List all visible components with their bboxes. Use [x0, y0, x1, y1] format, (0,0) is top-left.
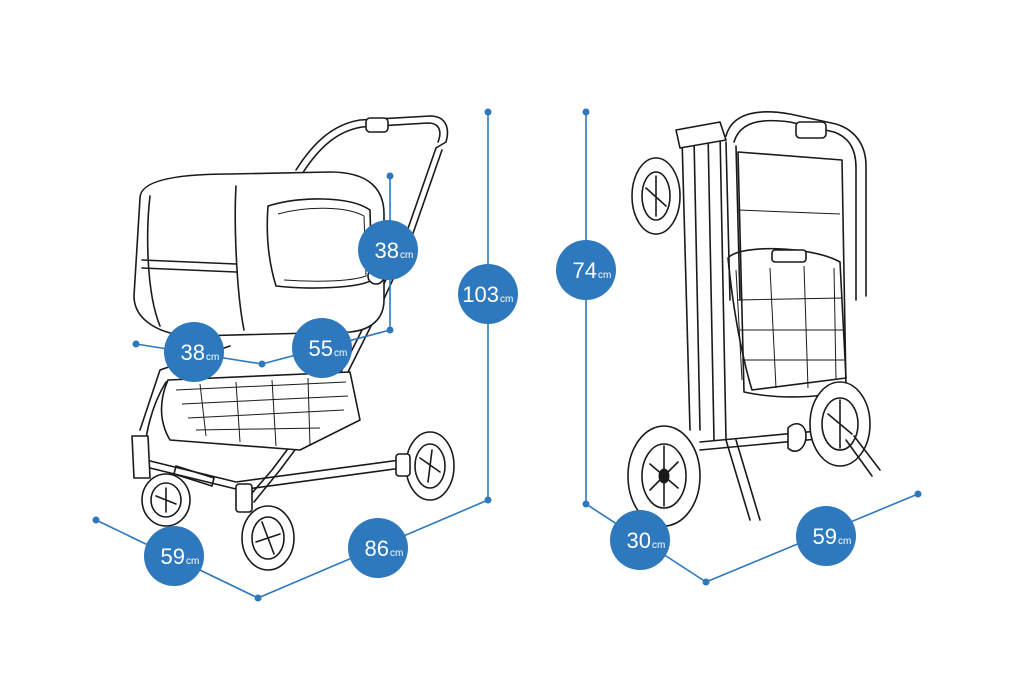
badge-unit: cm: [390, 548, 403, 559]
badge-unfolded-length: 86 cm: [348, 518, 408, 578]
badge-value: 55: [309, 336, 333, 361]
badge-unit: cm: [500, 294, 513, 305]
badge-unit: cm: [838, 536, 851, 547]
rear-left-wheel: [235, 483, 295, 571]
badge-value: 59: [161, 544, 185, 569]
badge-folded-width: 59 cm: [796, 506, 856, 566]
badge-carrier-length: 55 cm: [292, 318, 352, 378]
badge-unfolded-width: 59 cm: [144, 526, 204, 586]
badge-value: 38: [181, 340, 205, 365]
badge-unit: cm: [598, 270, 611, 281]
badge-unit: cm: [652, 540, 665, 551]
badge-unit: cm: [400, 250, 413, 261]
badge-value: 103: [462, 282, 499, 307]
folded-rear-wheel-right: [809, 381, 871, 467]
badge-unfolded-height: 103 cm: [458, 264, 518, 324]
badge-carrier-height: 38 cm: [358, 220, 418, 280]
badge-value: 86: [365, 536, 389, 561]
folded-stroller-illustration: [627, 111, 881, 527]
badge-carrier-width: 38 cm: [164, 322, 224, 382]
rear-right-wheel: [395, 431, 455, 501]
front-left-wheel: [141, 473, 191, 527]
folded-front-wheel: [631, 157, 681, 235]
badge-unit: cm: [186, 556, 199, 567]
badge-unit: cm: [206, 352, 219, 363]
badge-unit: cm: [334, 348, 347, 359]
badge-value: 38: [375, 238, 399, 263]
badge-value: 59: [813, 524, 837, 549]
unfolded-stroller-illustration: [131, 115, 455, 571]
badge-folded-height: 74 cm: [556, 240, 616, 300]
badge-folded-depth: 30 cm: [610, 510, 670, 570]
badge-value: 74: [573, 258, 597, 283]
badge-value: 30: [627, 528, 651, 553]
